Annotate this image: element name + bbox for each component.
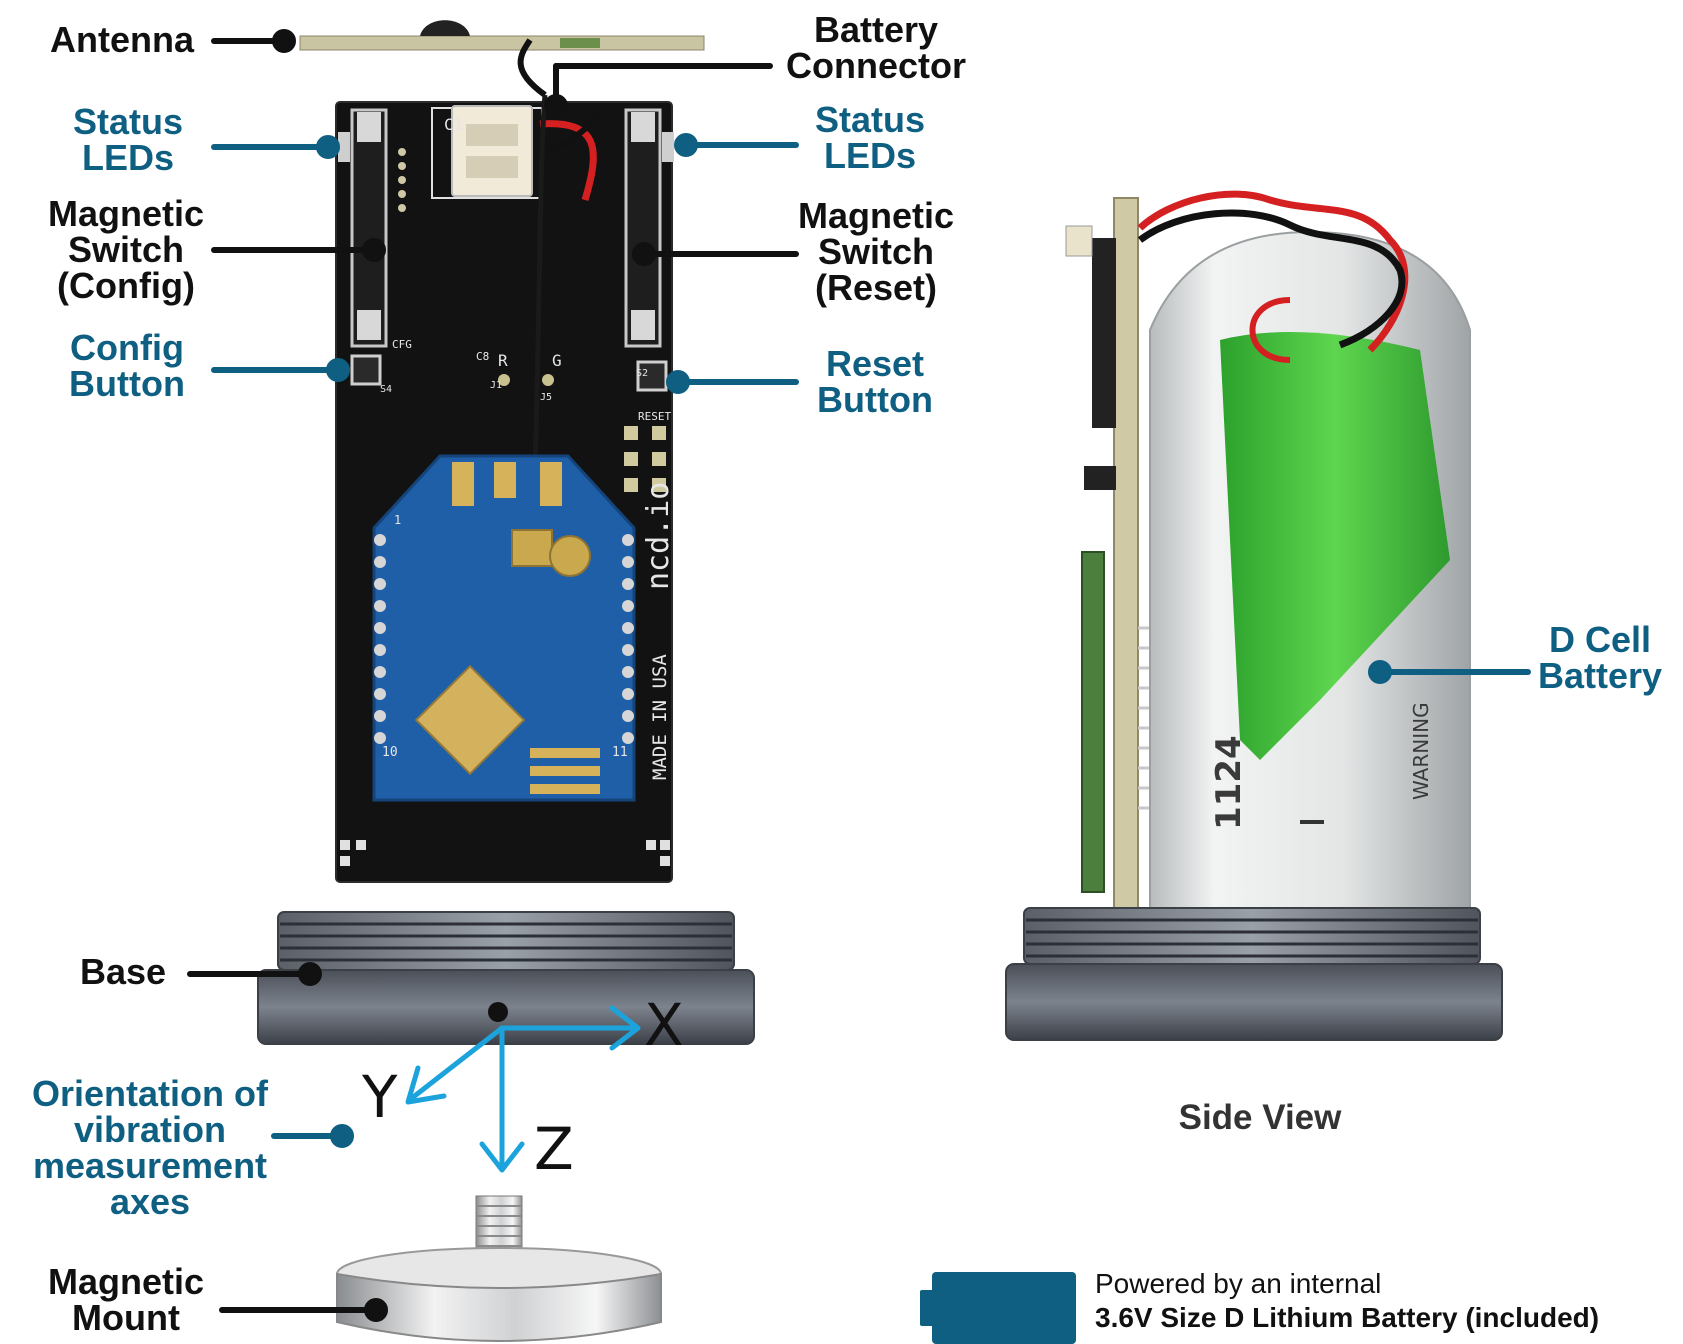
config-button <box>350 354 382 386</box>
label-magnetic-switch-config-line3: (Config) <box>57 265 195 306</box>
label-orientation: Orientation of vibration measurement axe… <box>20 1076 280 1220</box>
label-battery-connector-line2: Connector <box>786 45 966 86</box>
silk-pin-1: 1 <box>394 513 401 527</box>
silk-c8: C8 <box>476 350 489 363</box>
silk-j5: J5 <box>540 392 552 403</box>
label-config-button: Config Button <box>52 330 202 402</box>
label-status-leds-left-line1: Status <box>72 101 184 142</box>
status-led-left <box>338 132 350 162</box>
label-orientation-line4: axes <box>109 1181 191 1222</box>
y-axis-arrowhead <box>405 1065 447 1105</box>
leader-lines <box>187 29 1531 1322</box>
silk-j1: J1 <box>490 380 502 391</box>
label-magnetic-mount-line2: Mount <box>72 1297 180 1338</box>
label-magnetic-switch-config-line1: Magnetic <box>47 193 205 234</box>
label-status-leds-right-line1: Status <box>814 99 926 140</box>
axis-label-y: Y <box>362 1063 398 1131</box>
label-battery-connector: Battery Connector <box>776 12 976 84</box>
label-magnetic-switch-reset: Magnetic Switch (Reset) <box>786 198 966 306</box>
label-reset-button: Reset Button <box>800 346 950 418</box>
label-magnetic-switch-reset-line3: (Reset) <box>814 267 938 308</box>
label-battery-connector-line1: Battery <box>813 9 939 50</box>
side-view-assembly <box>1005 190 1503 1041</box>
label-magnetic-switch-reset-line2: Switch <box>817 231 934 272</box>
label-status-leds-left: Status LEDs <box>58 104 198 176</box>
side-view-caption: Side View <box>1178 1098 1342 1137</box>
antenna <box>299 20 705 98</box>
label-magnetic-switch-config-line2: Switch <box>67 229 184 270</box>
silk-cfg: CFG <box>392 338 412 351</box>
label-config-button-line1: Config <box>70 327 184 368</box>
battery-model-text: 1124 <box>1209 735 1249 830</box>
label-antenna: Antenna <box>50 19 194 60</box>
battery-warning-text: WARNING <box>1409 702 1433 800</box>
reset-button <box>636 360 668 392</box>
silk-brand: ncd.io <box>641 482 676 590</box>
silk-c1: C1 <box>444 115 463 134</box>
label-status-leds-right-line2: LEDs <box>823 135 917 176</box>
footer-line-1: Powered by an internal <box>1095 1268 1382 1299</box>
label-d-cell-battery: D Cell Battery <box>1530 622 1670 694</box>
x-axis-arrowhead <box>609 1005 641 1051</box>
label-magnetic-switch-reset-line1: Magnetic <box>797 195 955 236</box>
label-status-leds-right: Status LEDs <box>800 102 940 174</box>
module-pins-right <box>622 534 634 744</box>
label-base: Base <box>80 951 167 992</box>
silk-g: G <box>552 351 562 370</box>
magnetic-mount <box>336 1195 662 1342</box>
silk-reset: RESET <box>638 410 671 423</box>
radio-module <box>372 454 636 802</box>
label-reset-button-line2: Button <box>817 379 933 420</box>
label-magnetic-mount: Magnetic Mount <box>36 1264 216 1336</box>
silk-s4: S4 <box>380 384 392 395</box>
vibration-axes <box>405 1005 641 1173</box>
label-status-leds-left-line2: LEDs <box>81 137 175 178</box>
label-magnetic-mount-line1: Magnetic <box>47 1261 205 1302</box>
silk-s2: S2 <box>636 368 648 379</box>
battery-print: 1124 WARNING <box>1209 702 1433 830</box>
mcu-chip <box>414 664 526 776</box>
y-axis-arrow <box>409 1025 505 1101</box>
status-led-right <box>662 132 674 162</box>
label-d-cell-battery-line1: D Cell <box>1548 619 1652 660</box>
board-silkscreen: CFG RESET C1 S4 S2 J1 J5 C8 R G 1 10 11 … <box>380 115 676 780</box>
module-pins-left <box>374 534 386 744</box>
magnetic-switch-reset <box>624 108 662 348</box>
label-orientation-line3: measurement <box>32 1145 268 1186</box>
label-orientation-line2: vibration <box>73 1109 226 1150</box>
footer-line-2: 3.6V Size D Lithium Battery (included) <box>1095 1302 1600 1333</box>
silk-r: R <box>498 351 508 370</box>
label-config-button-line2: Button <box>69 363 185 404</box>
silk-pin-11: 11 <box>612 745 628 760</box>
label-d-cell-battery-line2: Battery <box>1537 655 1663 696</box>
label-orientation-line1: Orientation of <box>32 1073 268 1114</box>
silk-pin-10: 10 <box>382 745 398 760</box>
axis-label-z: Z <box>534 1115 574 1183</box>
battery-icon <box>920 1272 1076 1344</box>
axis-label-x: X <box>644 991 684 1059</box>
label-reset-button-line1: Reset <box>825 343 925 384</box>
battery-connector <box>451 105 533 197</box>
label-magnetic-switch-config: Magnetic Switch (Config) <box>36 196 216 304</box>
silk-made-in: MADE IN USA <box>649 654 671 780</box>
magnetic-switch-config <box>350 108 388 348</box>
z-axis-arrowhead <box>479 1141 525 1173</box>
